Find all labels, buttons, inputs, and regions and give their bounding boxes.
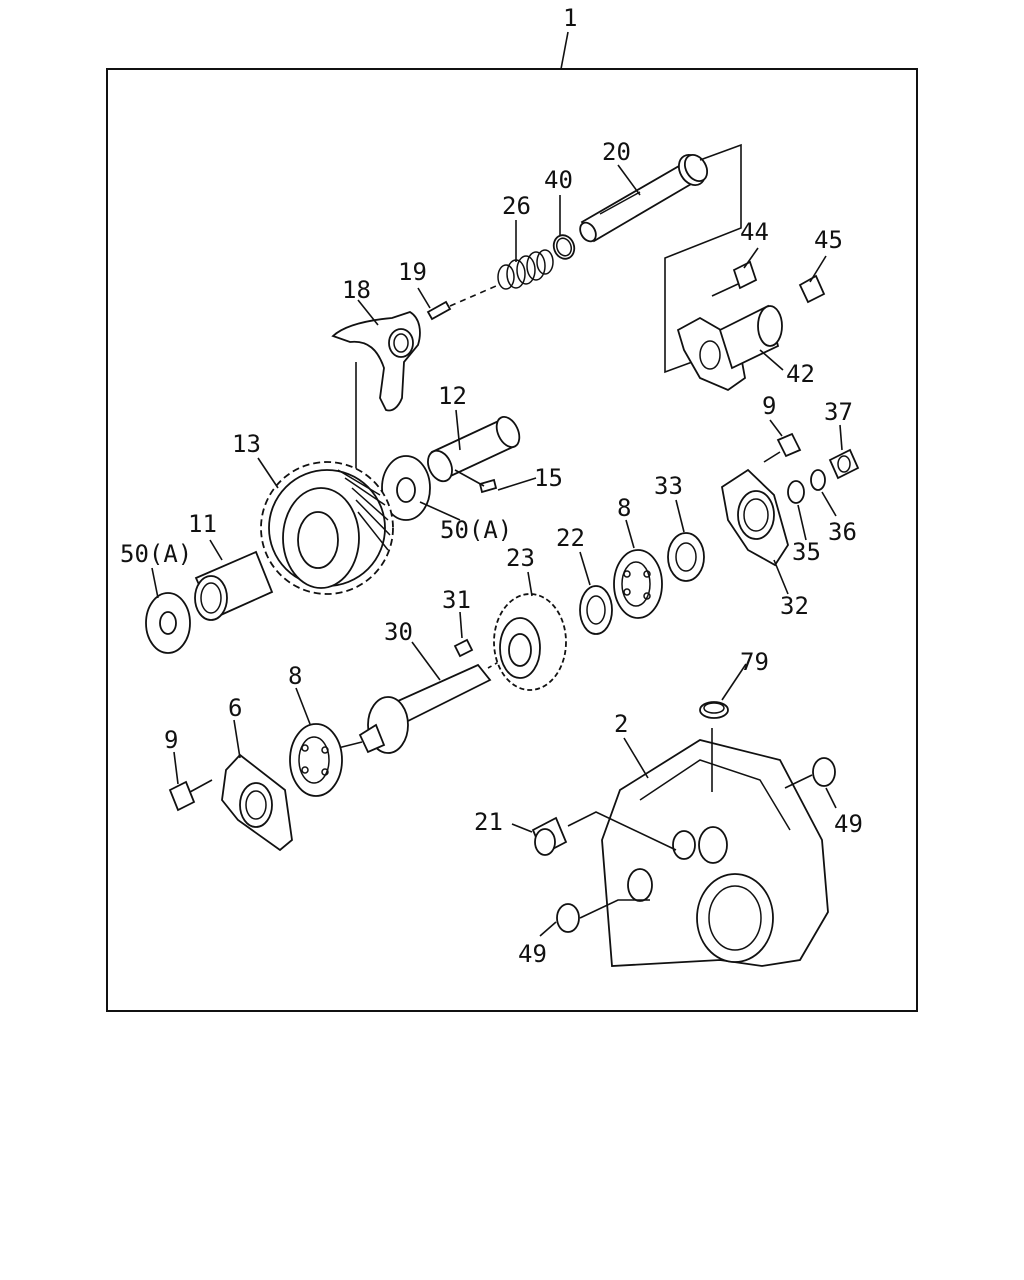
callout-40: 40 [544, 166, 573, 194]
shaft-30 [321, 663, 492, 754]
cover-6 [221, 753, 293, 852]
callout-22: 22 [556, 524, 585, 552]
callout-21: 21 [474, 808, 503, 836]
callout-49-lower: 49 [518, 940, 547, 968]
o-ring-40 [552, 234, 576, 260]
bolt-9-lower [168, 779, 213, 812]
pin-19 [426, 300, 452, 321]
callout-6: 6 [228, 694, 242, 722]
callout-18: 18 [342, 276, 371, 304]
callout-19: 19 [398, 258, 427, 286]
callout-labels: 1 20 40 26 19 18 44 45 42 12 9 37 13 15 … [120, 4, 863, 968]
callout-20: 20 [602, 138, 631, 166]
callout-23: 23 [506, 544, 535, 572]
washer-50a-upper [381, 455, 431, 521]
pin-12 [427, 415, 521, 483]
cylinder-42 [676, 304, 783, 392]
callout-50a-lower: 50(A) [120, 540, 192, 568]
seal-22 [579, 585, 613, 635]
callout-36: 36 [828, 518, 857, 546]
pin-15 [478, 478, 498, 494]
callout-37: 37 [824, 398, 853, 426]
callout-35: 35 [792, 538, 821, 566]
bolt-9-upper [763, 432, 802, 463]
callout-12: 12 [438, 382, 467, 410]
callout-8-lower: 8 [288, 662, 302, 690]
callout-13: 13 [232, 430, 261, 458]
callout-49-right: 49 [834, 810, 863, 838]
gear-13 [260, 461, 394, 595]
lock-washer-36 [810, 469, 826, 491]
callout-9-lower: 9 [164, 726, 178, 754]
callout-44: 44 [740, 218, 769, 246]
callout-30: 30 [384, 618, 413, 646]
bearing-8-upper [613, 549, 663, 619]
callout-50a-upper: 50(A) [440, 516, 512, 544]
spring-26 [497, 249, 554, 290]
callout-79: 79 [740, 648, 769, 676]
callout-31: 31 [442, 586, 471, 614]
ring-79 [699, 701, 729, 719]
washer-50a-lower [145, 592, 191, 654]
callout-42: 42 [786, 360, 815, 388]
callout-8-upper: 8 [617, 494, 631, 522]
callout-32: 32 [780, 592, 809, 620]
seal-33 [667, 532, 705, 582]
diagram-frame [106, 68, 918, 1012]
gear-23 [493, 593, 567, 691]
housing-2 [601, 739, 829, 967]
plug-21 [531, 816, 568, 856]
plug-49-lower [556, 903, 580, 933]
washer-35 [787, 480, 805, 504]
callout-45: 45 [814, 226, 843, 254]
shaft-20 [579, 153, 709, 243]
leader-lines [151, 164, 843, 937]
plug-49-right [812, 757, 836, 787]
shift-fork-18 [331, 311, 421, 412]
callout-15: 15 [534, 464, 563, 492]
callout-11: 11 [188, 510, 217, 538]
bearing-8-lower [289, 723, 343, 797]
bushing-11 [194, 550, 274, 621]
callout-26: 26 [502, 192, 531, 220]
key-31 [453, 638, 474, 658]
callout-1: 1 [563, 4, 577, 32]
callout-9-upper: 9 [762, 392, 776, 420]
cover-32 [721, 468, 789, 567]
nut-37 [828, 448, 860, 480]
bolt-44 [711, 260, 758, 297]
nut-45 [798, 274, 826, 304]
callout-2: 2 [614, 710, 628, 738]
callout-33: 33 [654, 472, 683, 500]
